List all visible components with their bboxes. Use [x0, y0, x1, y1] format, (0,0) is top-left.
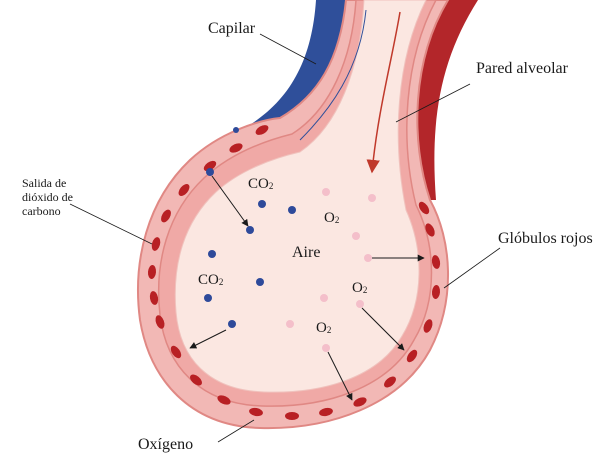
gas-o2-top-sub: 2	[335, 215, 340, 225]
gas-co2-mid: CO2	[198, 272, 223, 289]
label-salida-co2-line3: carbono	[22, 204, 112, 218]
gas-co2-top: CO2	[248, 176, 273, 193]
label-pared-alveolar: Pared alveolar	[476, 60, 568, 78]
label-salida-co2-line1: Salida de	[22, 176, 112, 190]
gas-o2-top-base: O	[324, 210, 335, 226]
gas-o2-bottom-sub: 2	[327, 325, 332, 335]
gas-o2-right-sub: 2	[363, 285, 368, 295]
label-aire: Aire	[292, 244, 320, 262]
gas-co2-mid-base: CO	[198, 272, 219, 288]
label-salida-co2: Salida de dióxido de carbono	[22, 176, 112, 218]
label-salida-co2-line2: dióxido de	[22, 190, 112, 204]
gas-o2-bottom-base: O	[316, 320, 327, 336]
gas-o2-right-base: O	[352, 280, 363, 296]
gas-co2-top-base: CO	[248, 176, 269, 192]
air-space	[175, 0, 426, 392]
label-capilar: Capilar	[208, 20, 255, 38]
gas-o2-bottom: O2	[316, 320, 331, 337]
label-globulos-rojos: Glóbulos rojos	[498, 230, 593, 248]
label-oxigeno: Oxígeno	[138, 436, 193, 454]
gas-o2-right: O2	[352, 280, 367, 297]
gas-co2-top-sub: 2	[269, 181, 274, 191]
gas-o2-top: O2	[324, 210, 339, 227]
gas-co2-mid-sub: 2	[219, 277, 224, 287]
